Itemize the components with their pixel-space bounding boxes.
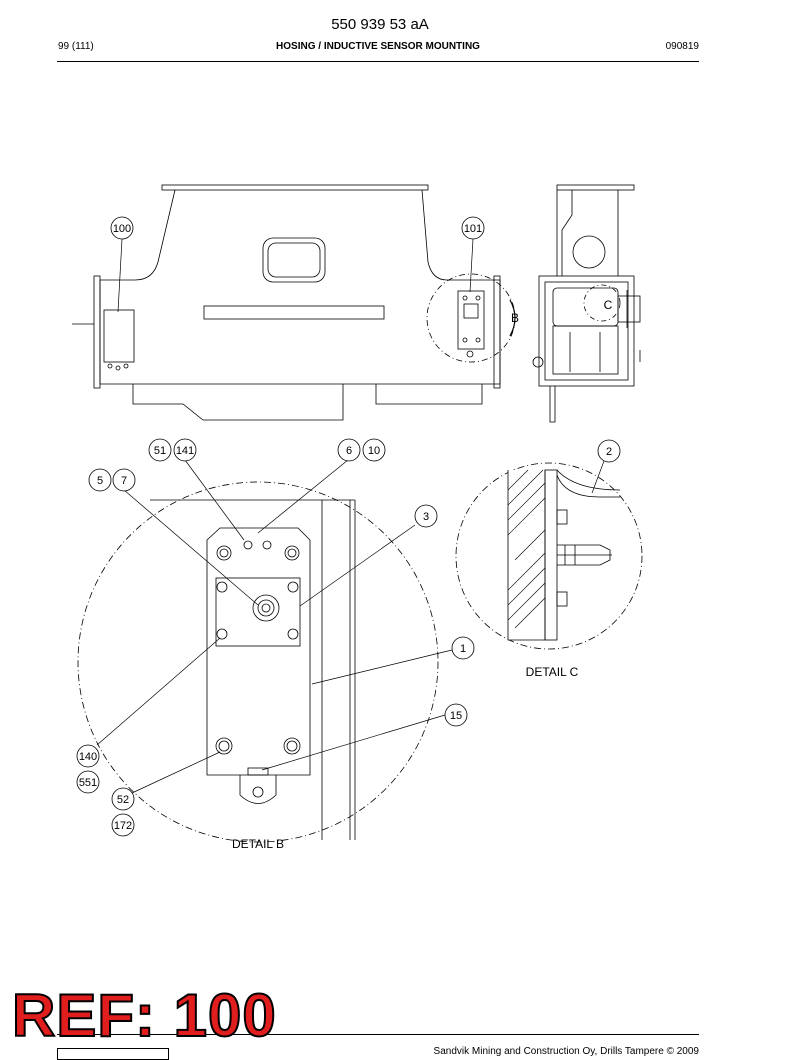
svg-text:7: 7 — [121, 475, 127, 487]
header-rule — [57, 61, 699, 62]
svg-text:6: 6 — [346, 445, 352, 457]
assembly-main-view — [72, 184, 501, 421]
callout-100: 100 — [110, 216, 134, 240]
svg-text:2: 2 — [606, 446, 612, 458]
callout-1: 1 — [451, 636, 475, 660]
svg-text:100: 100 — [113, 223, 131, 235]
detail-b-view — [77, 481, 439, 843]
callout-52: 52 — [111, 787, 135, 811]
detail-b-marker — [426, 273, 516, 363]
callout-10: 10 — [362, 438, 386, 462]
page-number: 99 (111) — [58, 41, 94, 52]
callout-172: 172 — [111, 813, 135, 837]
svg-text:15: 15 — [450, 710, 462, 722]
callout-141: 141 — [173, 438, 197, 462]
callout-2: 2 — [597, 439, 621, 463]
svg-text:10: 10 — [368, 445, 380, 457]
view-label-c: C — [604, 298, 613, 312]
svg-text:141: 141 — [176, 445, 194, 457]
svg-text:5: 5 — [97, 475, 103, 487]
callout-51: 51 — [148, 438, 172, 462]
callout-101: 101 — [461, 216, 485, 240]
callout-3: 3 — [414, 504, 438, 528]
assembly-side-view — [532, 184, 641, 423]
footer-copyright: Sandvik Mining and Construction Oy, Dril… — [433, 1046, 699, 1057]
svg-text:51: 51 — [154, 445, 166, 457]
callout-6: 6 — [337, 438, 361, 462]
document-date: 090819 — [665, 41, 699, 52]
svg-text:3: 3 — [423, 511, 429, 523]
section-title: HOSING / INDUCTIVE SENSOR MOUNTING — [276, 41, 480, 52]
callout-15: 15 — [444, 703, 468, 727]
svg-text:52: 52 — [117, 794, 129, 806]
document-number: 550 939 53 aA — [331, 16, 429, 33]
detail-b-caption: DETAIL B — [232, 837, 284, 851]
callout-7: 7 — [112, 468, 136, 492]
svg-text:101: 101 — [464, 223, 482, 235]
ref-stamp: REF: 100 — [11, 982, 277, 1049]
callout-551: 551 — [76, 770, 100, 794]
view-label-b: B — [511, 311, 519, 325]
footer-logo — [57, 1048, 169, 1060]
detail-c-view — [455, 462, 643, 650]
svg-text:172: 172 — [114, 820, 132, 832]
footer-rule — [57, 1034, 699, 1035]
svg-text:551: 551 — [79, 777, 97, 789]
svg-text:140: 140 — [79, 751, 97, 763]
leader-lines — [96, 238, 605, 794]
callout-5: 5 — [88, 468, 112, 492]
callout-140: 140 — [76, 744, 100, 768]
svg-text:1: 1 — [460, 643, 466, 655]
detail-c-caption: DETAIL C — [526, 665, 579, 679]
